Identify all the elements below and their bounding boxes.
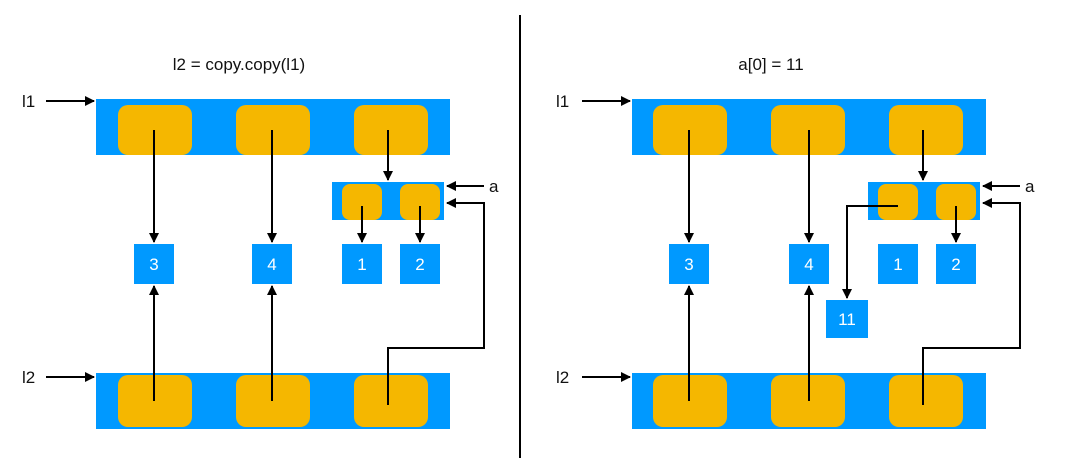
right-value-11: 11 [838, 310, 856, 329]
left-value-box-1 [342, 244, 382, 284]
right-l2-slot2-arrow [922, 198, 1021, 405]
right-value-box-11 [826, 300, 868, 338]
left-value-1: 1 [357, 255, 366, 274]
left-a-slot-0 [342, 184, 382, 220]
right-value-1: 1 [893, 255, 902, 274]
right-l1-slot-2 [889, 105, 963, 155]
right-a-slot0-arrow [842, 205, 898, 299]
right-panel: a[0] = 11 3 4 1 2 11 l1 l2 a [556, 55, 1035, 429]
left-value-4: 4 [267, 255, 276, 274]
left-panel-title: l2 = copy.copy(l1) [173, 55, 305, 74]
right-l2-label: l2 [556, 368, 569, 387]
right-a-slot-1 [936, 184, 976, 220]
left-l1-label: l1 [22, 92, 35, 111]
right-a-label: a [1025, 177, 1035, 196]
left-value-box-2 [400, 244, 440, 284]
left-a-slot-1 [400, 184, 440, 220]
right-l1-label: l1 [556, 92, 569, 111]
right-a-slot-0 [878, 184, 918, 220]
left-value-2: 2 [415, 255, 424, 274]
right-value-2: 2 [951, 255, 960, 274]
left-l2-label: l2 [22, 368, 35, 387]
right-value-box-2 [936, 244, 976, 284]
left-l1-slot-2 [354, 105, 428, 155]
left-a-label: a [489, 177, 499, 196]
left-value-3: 3 [149, 255, 158, 274]
right-value-box-4 [789, 244, 829, 284]
right-l2-slot-2 [889, 375, 963, 427]
left-l2-slot-2 [354, 375, 428, 427]
right-value-box-1 [878, 244, 918, 284]
left-panel: l2 = copy.copy(l1) 3 4 1 2 l1 l2 a [22, 55, 499, 429]
left-value-box-4 [252, 244, 292, 284]
right-panel-title: a[0] = 11 [738, 55, 803, 74]
left-value-box-3 [134, 244, 174, 284]
right-value-4: 4 [804, 255, 813, 274]
right-value-box-3 [669, 244, 709, 284]
right-value-3: 3 [684, 255, 693, 274]
left-l2-slot2-arrow [387, 198, 485, 405]
